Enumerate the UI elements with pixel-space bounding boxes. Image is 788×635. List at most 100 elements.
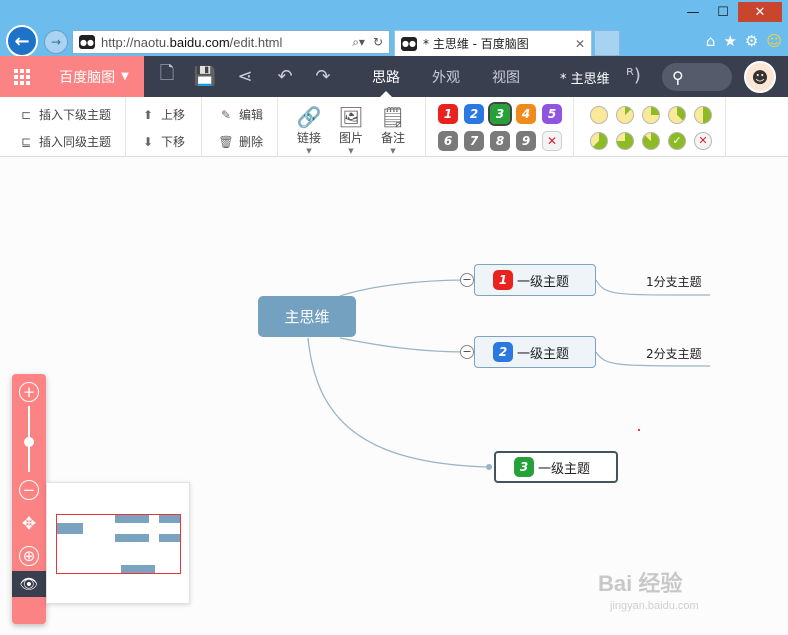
zoom-out-button[interactable]: −: [19, 480, 39, 500]
topic-node-2[interactable]: 2 一级主题: [474, 336, 596, 368]
priority-3-button[interactable]: 3: [488, 102, 512, 126]
locate-root-button[interactable]: ⊕: [19, 546, 39, 566]
avatar[interactable]: ☻: [744, 61, 776, 93]
settings-gear-icon[interactable]: ⚙: [744, 32, 759, 50]
priority-6-button[interactable]: 6: [438, 131, 458, 151]
tab-view[interactable]: 视图: [492, 69, 520, 86]
image-label: 图片: [338, 131, 363, 145]
progress-7-icon[interactable]: [642, 132, 660, 150]
back-button[interactable]: ←: [6, 25, 38, 57]
home-icon[interactable]: ⌂: [705, 32, 716, 50]
refresh-icon[interactable]: ↻: [372, 34, 383, 49]
minimap-node-block: [115, 515, 149, 523]
close-window-button[interactable]: ✕: [738, 2, 782, 22]
caret-down-icon: ▼: [121, 71, 129, 82]
progress-2-icon[interactable]: [642, 106, 660, 124]
broadcast-icon[interactable]: ᴿ): [626, 65, 641, 86]
priority-8-button[interactable]: 8: [490, 131, 510, 151]
progress-6-icon[interactable]: [616, 132, 634, 150]
image-button[interactable]: 🖼图片▼: [334, 105, 368, 155]
eye-icon: 👁: [19, 575, 39, 593]
browser-tab[interactable]: ●● * 主思维 - 百度脑图 ✕: [394, 30, 592, 56]
subtopic-node-2[interactable]: 2分支主题: [646, 347, 702, 361]
minimap[interactable]: [46, 482, 190, 604]
priority-2-button[interactable]: 2: [464, 104, 484, 124]
minimize-button[interactable]: —: [686, 4, 700, 20]
search-icon: ⚲: [672, 67, 684, 87]
note-button[interactable]: 🗒备注▼: [376, 105, 410, 155]
edit-button[interactable]: ✎编辑: [218, 106, 263, 123]
delete-button[interactable]: 🗑删除: [218, 133, 263, 150]
progress-5-icon[interactable]: [590, 132, 608, 150]
dropdown-arrow-icon: ▼: [390, 147, 396, 155]
address-bar[interactable]: ●● http://naotu.baidu.com/edit.html ⌕▾ ↻: [72, 30, 390, 54]
undo-icon[interactable]: ↶: [277, 65, 293, 87]
url-text[interactable]: http://naotu.baidu.com/edit.html: [101, 35, 352, 50]
browser-chrome: — ☐ ✕ ← → ●● http://naotu.baidu.com/edit…: [0, 0, 788, 57]
maximize-button[interactable]: ☐: [717, 4, 729, 20]
insert-child-button[interactable]: ⊏插入下级主题: [18, 106, 111, 123]
ribbon-toolbar: ⊏插入下级主题 ⊑插入同级主题 ⬆上移 ⬇下移 ✎编辑 🗑删除 🔗链接▼ 🖼图片…: [0, 97, 788, 157]
priority-9-button[interactable]: 9: [516, 131, 536, 151]
connector-lines: [307, 279, 711, 468]
forward-button[interactable]: →: [44, 30, 68, 54]
topic-node-1[interactable]: 1 一级主题: [474, 264, 596, 296]
collapse-toggle[interactable]: −: [460, 273, 474, 287]
apps-grid-button[interactable]: [0, 56, 44, 97]
move-arrows-icon: ✥: [21, 514, 37, 534]
search-button[interactable]: ⚲: [662, 63, 732, 91]
progress-3-icon[interactable]: [668, 106, 686, 124]
tab-close-icon[interactable]: ✕: [574, 36, 585, 51]
redo-icon[interactable]: ↷: [315, 65, 331, 87]
edit-label: 编辑: [239, 108, 264, 122]
progress-1-icon[interactable]: [616, 106, 634, 124]
move-tool-button[interactable]: ✥: [19, 514, 39, 534]
priority-4-button[interactable]: 4: [516, 104, 536, 124]
move-down-button[interactable]: ⬇下移: [140, 133, 185, 150]
zoom-in-button[interactable]: +: [19, 382, 39, 402]
priority-clear-button[interactable]: ✕: [542, 131, 562, 151]
topic-label: 一级主题: [517, 274, 570, 290]
insert-sibling-button[interactable]: ⊑插入同级主题: [18, 133, 111, 150]
new-tab-button[interactable]: [594, 30, 620, 56]
minimap-node-block: [115, 534, 149, 542]
move-up-button[interactable]: ⬆上移: [140, 106, 185, 123]
note-label: 备注: [380, 131, 405, 145]
link-button[interactable]: 🔗链接▼: [292, 105, 326, 155]
attach-group: 🔗链接▼ 🖼图片▼ 🗒备注▼: [278, 97, 426, 157]
tab-title: * 主思维 - 百度脑图: [423, 37, 529, 51]
document-icon[interactable]: 🗋: [159, 63, 175, 84]
watermark: Bai 经验: [598, 571, 683, 596]
move-down-label: 下移: [161, 135, 186, 149]
arrow-left-icon: ←: [14, 30, 30, 52]
subtopic-node-1[interactable]: 1分支主题: [646, 275, 702, 289]
root-topic[interactable]: 主思维: [258, 296, 356, 337]
zoom-slider-thumb[interactable]: [24, 437, 34, 447]
url-domain: baidu.com: [169, 34, 230, 50]
priority-group: 1 2 3 4 5 6 7 8 9 ✕: [426, 97, 574, 157]
insert-child-label: 插入下级主题: [39, 108, 112, 122]
collapse-toggle[interactable]: −: [460, 345, 474, 359]
priority-1-button[interactable]: 1: [438, 104, 458, 124]
minimap-viewport[interactable]: [56, 514, 181, 574]
feedback-smiley-icon[interactable]: ☺: [766, 32, 782, 50]
progress-done-check-icon[interactable]: ✓: [668, 132, 686, 150]
priority-5-button[interactable]: 5: [542, 104, 562, 124]
delete-label: 删除: [239, 135, 264, 149]
tab-idea[interactable]: 思路: [356, 56, 416, 97]
toggle-minimap-button[interactable]: 👁: [12, 571, 46, 597]
arrow-right-icon: →: [50, 35, 62, 49]
progress-4-icon[interactable]: [694, 106, 712, 124]
brand-menu[interactable]: 百度脑图▼: [44, 56, 144, 97]
share-nodes-icon[interactable]: ⋖: [237, 65, 253, 87]
document-title: * 主思维: [560, 72, 610, 87]
tab-appearance[interactable]: 外观: [432, 69, 460, 86]
topic-node-3-selected[interactable]: 3 一级主题: [494, 451, 618, 483]
search-icon[interactable]: ⌕▾: [352, 34, 365, 49]
progress-clear-icon[interactable]: ✕: [694, 132, 712, 150]
save-icon[interactable]: 💾: [193, 65, 217, 87]
edit-group: ✎编辑 🗑删除: [202, 97, 278, 157]
priority-7-button[interactable]: 7: [464, 131, 484, 151]
favorites-star-icon[interactable]: ★: [723, 32, 737, 50]
progress-0-icon[interactable]: [590, 106, 608, 124]
